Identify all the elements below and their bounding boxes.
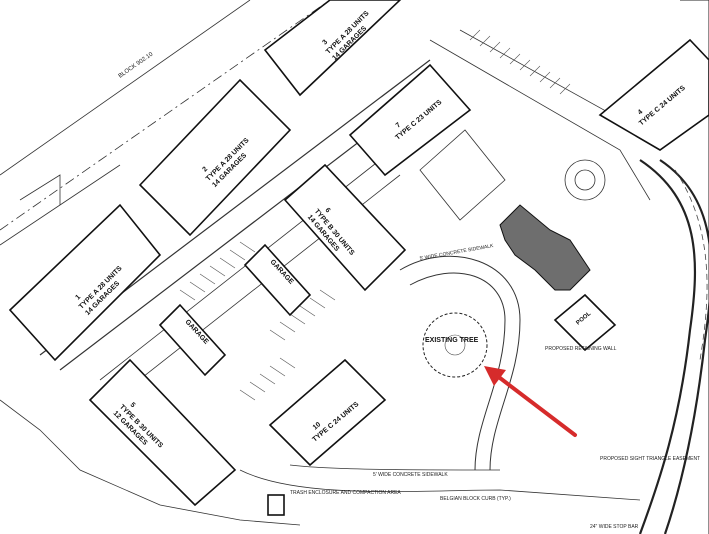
sidewalk-label-south: 5' WIDE CONCRETE SIDEWALK xyxy=(373,472,448,478)
pool: POOL xyxy=(553,293,617,352)
building-10-number: 10 xyxy=(312,421,323,431)
trash-enclosure xyxy=(267,494,285,516)
curb-label: BELGIAN BLOCK CURB (TYP.) xyxy=(440,496,511,502)
stop-bar-label: 24" WIDE STOP BAR xyxy=(590,524,639,530)
roundabout xyxy=(564,159,606,201)
clubhouse xyxy=(499,204,591,291)
red-arrow xyxy=(484,366,577,437)
building-4-number: 4 xyxy=(637,109,645,117)
building-1-number: 1 xyxy=(74,294,82,302)
property-lines xyxy=(0,0,331,526)
existing-tree: EXISTING TREE xyxy=(422,312,488,378)
building-7-number: 7 xyxy=(395,122,403,130)
building-5: 5 TYPE B 30 UNITS 12 GARAGES xyxy=(88,358,237,507)
building-2-number: 2 xyxy=(201,166,209,174)
building-3-number: 3 xyxy=(321,39,329,47)
open-space xyxy=(419,129,506,221)
building-4: 4 TYPE C 24 UNITS xyxy=(598,38,709,151)
sight-easement-label: PROPOSED SIGHT TRIANGLE EASEMENT xyxy=(600,456,700,462)
trash-enclosure-label: TRASH ENCLOSURE AND COMPACTION AREA xyxy=(290,490,401,496)
building-10: 10 TYPE C 24 UNITS xyxy=(268,358,387,467)
building-7: 7 TYPE C 23 UNITS xyxy=(348,63,472,177)
internal-roads xyxy=(39,29,651,501)
existing-tree-label: EXISTING TREE xyxy=(425,337,479,344)
roadway xyxy=(638,0,709,534)
building-5-number: 5 xyxy=(129,401,137,409)
building-6-number: 6 xyxy=(323,207,331,215)
garage-2: GARAGE xyxy=(243,243,312,317)
retaining-wall-label: PROPOSED RETAINING WALL xyxy=(545,346,617,352)
parking-stalls xyxy=(179,29,571,401)
